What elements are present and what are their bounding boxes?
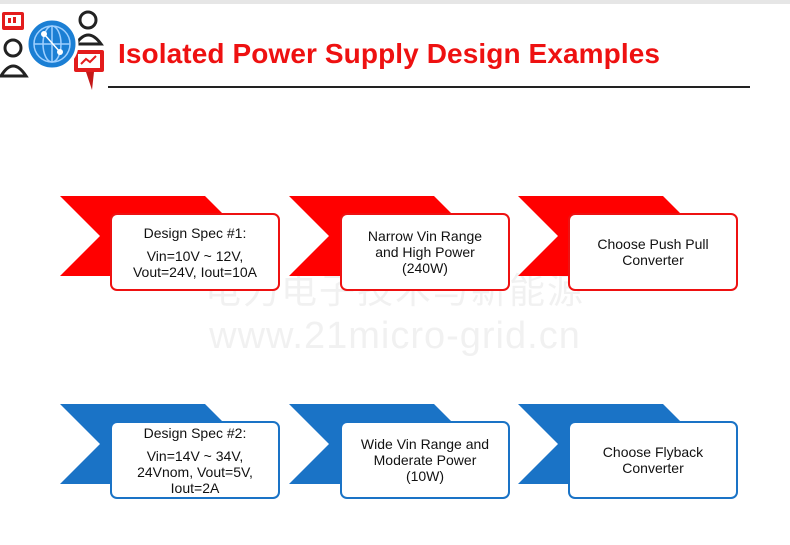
step-text-line: Moderate Power xyxy=(373,452,477,468)
step-text-line: and High Power xyxy=(375,244,475,260)
step-text-line: Vout=24V, Iout=10A xyxy=(132,263,258,280)
step-text-line: Choose Flyback xyxy=(602,444,704,460)
page-title: Isolated Power Supply Design Examples xyxy=(118,38,661,69)
step-text-line: 24Vnom, Vout=5V, xyxy=(137,463,253,480)
step-text-line: Choose Push Pull xyxy=(597,236,709,252)
step-text-line: (240W) xyxy=(402,260,448,276)
network-people-logo-icon xyxy=(0,10,104,90)
step-text-line: Converter xyxy=(622,460,684,476)
step-box-choose-flyback: Choose Flyback Converter xyxy=(568,421,738,499)
step-text-line: (10W) xyxy=(405,468,445,484)
step-text-line: Design Spec #2: xyxy=(143,424,247,441)
step-box-wide-vin-range: Wide Vin Range and Moderate Power (10W) xyxy=(340,421,510,499)
step-text-line: Wide Vin Range and xyxy=(360,436,490,452)
title-underline xyxy=(108,86,750,88)
step-text-line: Narrow Vin Range xyxy=(367,228,483,244)
step-text-line: Design Spec #1: xyxy=(143,224,247,241)
step-text-line: Converter xyxy=(622,252,684,268)
step-box-design-spec-2: Design Spec #2: Vin=14V ~ 34V, 24Vnom, V… xyxy=(110,421,280,499)
step-text-line: Iout=2A xyxy=(170,479,220,496)
watermark-url: www.21micro-grid.cn xyxy=(209,315,581,357)
step-box-narrow-vin-range: Narrow Vin Range and High Power (240W) xyxy=(340,213,510,291)
step-box-choose-push-pull: Choose Push Pull Converter xyxy=(568,213,738,291)
step-text-line: Vin=14V ~ 34V, xyxy=(146,447,244,464)
step-box-design-spec-1: Design Spec #1: Vin=10V ~ 12V, Vout=24V,… xyxy=(110,213,280,291)
step-text-line: Vin=10V ~ 12V, xyxy=(146,247,244,264)
top-border xyxy=(0,0,790,4)
